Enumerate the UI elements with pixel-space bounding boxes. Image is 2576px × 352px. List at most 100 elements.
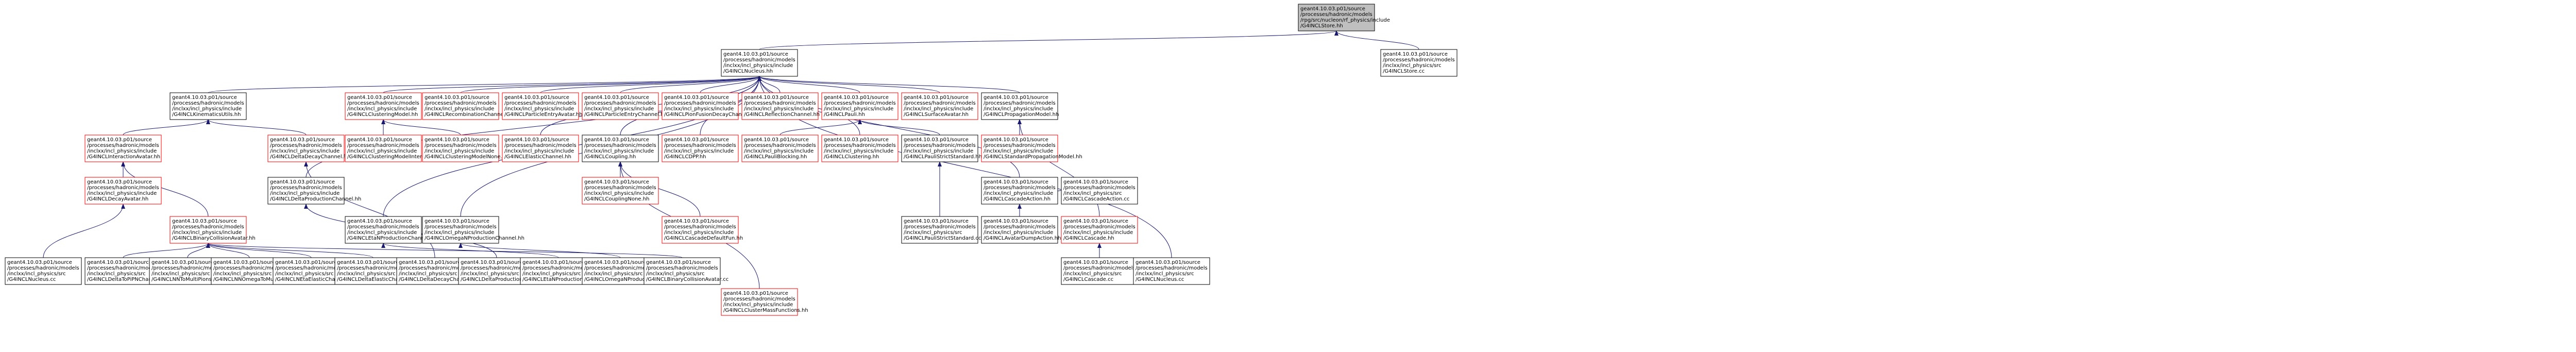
graph-node-label-line: /inclxx/incl_physics/src	[1063, 191, 1122, 196]
graph-node-label-line: /G4INCLDeltaToPiPNChannel.cc	[87, 277, 167, 282]
graph-node-label-line: /inclxx/incl_physics/include	[744, 148, 814, 154]
graph-node-label-line: /G4INCLNNOmegaToMultiPionsChannel.cc	[213, 277, 320, 282]
graph-node-box	[981, 92, 1058, 120]
graph-node-label-line: /inclxx/incl_physics/include	[87, 148, 157, 154]
graph-node-model-none[interactable]: geant4.10.03.p01/source/processes/hadron…	[422, 135, 509, 162]
graph-node-label-line: /processes/hadronic/models	[270, 185, 342, 191]
graph-node-label-line: /processes/hadronic/models	[664, 100, 736, 106]
graph-node-standard-prop[interactable]: geant4.10.03.p01/source/processes/hadron…	[981, 135, 1082, 162]
graph-node-cascade-hh[interactable]: geant4.10.03.p01/source/processes/hadron…	[1061, 216, 1138, 244]
graph-node-box	[1061, 177, 1138, 205]
dependency-edge	[381, 243, 559, 258]
graph-node-kinematics[interactable]: geant4.10.03.p01/source/processes/hadron…	[170, 92, 247, 120]
graph-node-label-line: geant4.10.03.p01/source	[425, 219, 489, 224]
graph-node-label-line: geant4.10.03.p01/source	[584, 95, 649, 100]
graph-node-delta-decay-ch[interactable]: geant4.10.03.p01/source/processes/hadron…	[267, 135, 350, 162]
graph-node-box	[502, 92, 579, 120]
graph-node-label-line: geant4.10.03.p01/source	[87, 179, 152, 185]
graph-node-label-line: /G4INCLClusteringModel.hh	[347, 112, 418, 118]
graph-node-pauli-blocking[interactable]: geant4.10.03.p01/source/processes/hadron…	[741, 135, 819, 162]
graph-node-label-line: /G4INCLClustering.hh	[824, 154, 879, 160]
graph-node-label-line: /G4INCLStore.cc	[1383, 69, 1425, 74]
graph-node-label-line: /G4INCLCDPP.hh	[664, 154, 706, 160]
graph-node-interaction[interactable]: geant4.10.03.p01/source/processes/hadron…	[84, 135, 162, 162]
graph-node-nucleus-cc2[interactable]: geant4.10.03.p01/source/processes/hadron…	[1133, 257, 1210, 285]
graph-node-box	[422, 216, 499, 244]
graph-node-label-line: /processes/hadronic/models	[646, 265, 718, 271]
graph-node-box	[901, 216, 978, 244]
graph-node-particle-entry[interactable]: geant4.10.03.p01/source/processes/hadron…	[502, 92, 582, 120]
dependency-edge	[540, 76, 761, 93]
graph-node-label-line: /G4INCLReflectionChannel.hh	[744, 112, 820, 118]
graph-node-store-cc[interactable]: geant4.10.03.p01/source/processes/hadron…	[1380, 49, 1458, 77]
graph-node-label-line: geant4.10.03.p01/source	[504, 137, 569, 143]
graph-node-label-line: /G4INCLCascadeDefaultFun.hh	[664, 236, 743, 241]
graph-node-label-line: /G4INCLNucleus.hh	[723, 69, 773, 74]
graph-node-nucleus[interactable]: geant4.10.03.p01/source/processes/hadron…	[721, 49, 798, 77]
graph-node-binary-coll-cc[interactable]: geant4.10.03.p01/source/processes/hadron…	[643, 257, 728, 285]
graph-node-label-line: geant4.10.03.p01/source	[664, 219, 729, 224]
graph-node-label-line: /processes/hadronic/models	[664, 224, 736, 230]
graph-node-label-line: /inclxx/incl_physics/include	[904, 106, 973, 112]
graph-node-label-line: /processes/hadronic/models	[984, 224, 1056, 230]
graph-node-label-line: /inclxx/incl_physics/include	[664, 148, 734, 154]
graph-node-coupling-none[interactable]: geant4.10.03.p01/source/processes/hadron…	[582, 177, 659, 205]
graph-node-surface[interactable]: geant4.10.03.p01/source/processes/hadron…	[901, 92, 978, 120]
graph-node-label-line: /G4INCLNucleus.cc	[1136, 277, 1184, 282]
dependency-edge	[381, 119, 461, 136]
dependency-edge	[123, 243, 210, 258]
graph-node-delta-prod[interactable]: geant4.10.03.p01/source/processes/hadron…	[267, 177, 361, 205]
graph-node-label-line: /inclxx/incl_physics/include	[584, 191, 654, 196]
dependency-edge	[460, 76, 761, 93]
graph-node-label-line: /inclxx/incl_physics/include	[664, 230, 734, 236]
graph-node-cascade-cc[interactable]: geant4.10.03.p01/source/processes/hadron…	[1061, 257, 1138, 285]
graph-node-recombination[interactable]: geant4.10.03.p01/source/processes/hadron…	[422, 92, 513, 120]
dependency-edge	[383, 76, 761, 93]
graph-node-omega-prod[interactable]: geant4.10.03.p01/source/processes/hadron…	[422, 216, 524, 244]
graph-node-label-line: /inclxx/incl_physics/include	[744, 106, 814, 112]
graph-node-particle-entry-ch[interactable]: geant4.10.03.p01/source/processes/hadron…	[582, 92, 667, 120]
graph-node-eta-prod[interactable]: geant4.10.03.p01/source/processes/hadron…	[345, 216, 437, 244]
graph-node-cdpp[interactable]: geant4.10.03.p01/source/processes/hadron…	[662, 135, 739, 162]
graph-node-propagation[interactable]: geant4.10.03.p01/source/processes/hadron…	[981, 92, 1059, 120]
graph-node-pauli-std-cc[interactable]: geant4.10.03.p01/source/processes/hadron…	[901, 216, 981, 244]
graph-node-clustering[interactable]: geant4.10.03.p01/source/processes/hadron…	[821, 135, 899, 162]
graph-node-nucleus-cc[interactable]: geant4.10.03.p01/source/processes/hadron…	[5, 257, 82, 285]
graph-node-label-line: geant4.10.03.p01/source	[984, 95, 1048, 100]
graph-node-label-line: /inclxx/incl_physics/src	[461, 271, 519, 277]
graph-node-pion-fusion[interactable]: geant4.10.03.p01/source/processes/hadron…	[662, 92, 758, 120]
graph-node-label-line: geant4.10.03.p01/source	[172, 219, 237, 224]
graph-node-reflection[interactable]: geant4.10.03.p01/source/processes/hadron…	[741, 92, 820, 120]
graph-node-pauli-strict[interactable]: geant4.10.03.p01/source/processes/hadron…	[901, 135, 982, 162]
graph-node-box	[170, 216, 247, 244]
dependency-edge	[759, 30, 1338, 50]
graph-node-label-line: /inclxx/incl_physics/include	[425, 106, 494, 112]
graph-node-label-line: /inclxx/incl_physics/src	[522, 271, 581, 277]
graph-node-clustering-model[interactable]: geant4.10.03.p01/source/processes/hadron…	[345, 92, 422, 120]
graph-node-cluster-fct[interactable]: geant4.10.03.p01/source/processes/hadron…	[721, 288, 808, 316]
graph-node-label-line: /G4INCLStandardPropagationModel.hh	[984, 154, 1082, 160]
graph-node-avatar-action[interactable]: geant4.10.03.p01/source/processes/hadron…	[981, 216, 1061, 244]
graph-node-cascade-act-def[interactable]: geant4.10.03.p01/source/processes/hadron…	[662, 216, 743, 244]
graph-node-label-line: /inclxx/incl_physics/include	[664, 106, 734, 112]
graph-node-pauli[interactable]: geant4.10.03.p01/source/processes/hadron…	[821, 92, 899, 120]
graph-node-intercomparison[interactable]: geant4.10.03.p01/source/processes/hadron…	[345, 135, 460, 162]
graph-node-label-line: /G4INCLKinematicsUtils.hh	[172, 112, 241, 118]
graph-node-binary-coll[interactable]: geant4.10.03.p01/source/processes/hadron…	[170, 216, 256, 244]
graph-node-cascade-action-cc[interactable]: geant4.10.03.p01/source/processes/hadron…	[1061, 177, 1138, 205]
graph-node-delta-to-pi-cc[interactable]: geant4.10.03.p01/source/processes/hadron…	[84, 257, 167, 285]
graph-node-elastic-ch[interactable]: geant4.10.03.p01/source/processes/hadron…	[502, 135, 579, 162]
graph-node-label-line: /G4INCLEtaNProductionChannel.cc	[522, 277, 612, 282]
graph-node-label-line: /G4INCLPauliStrictStandard.hh	[904, 154, 982, 160]
graph-node-coupling[interactable]: geant4.10.03.p01/source/processes/hadron…	[582, 135, 659, 162]
graph-node-label-line: /G4INCLParticleEntryAvatar.hh	[504, 112, 582, 118]
graph-node-label-line: /G4INCLElasticChannel.hh	[504, 154, 571, 160]
graph-node-label-line: geant4.10.03.p01/source	[984, 179, 1048, 185]
graph-node-box	[582, 92, 659, 120]
graph-node-label-line: geant4.10.03.p01/source	[87, 260, 152, 265]
graph-node-label-line: /inclxx/incl_physics/src	[151, 271, 210, 277]
graph-node-box	[662, 216, 739, 244]
graph-node-cascade-action[interactable]: geant4.10.03.p01/source/processes/hadron…	[981, 177, 1058, 205]
graph-node-box	[1061, 257, 1138, 285]
graph-node-decay-avatar[interactable]: geant4.10.03.p01/source/processes/hadron…	[84, 177, 162, 205]
